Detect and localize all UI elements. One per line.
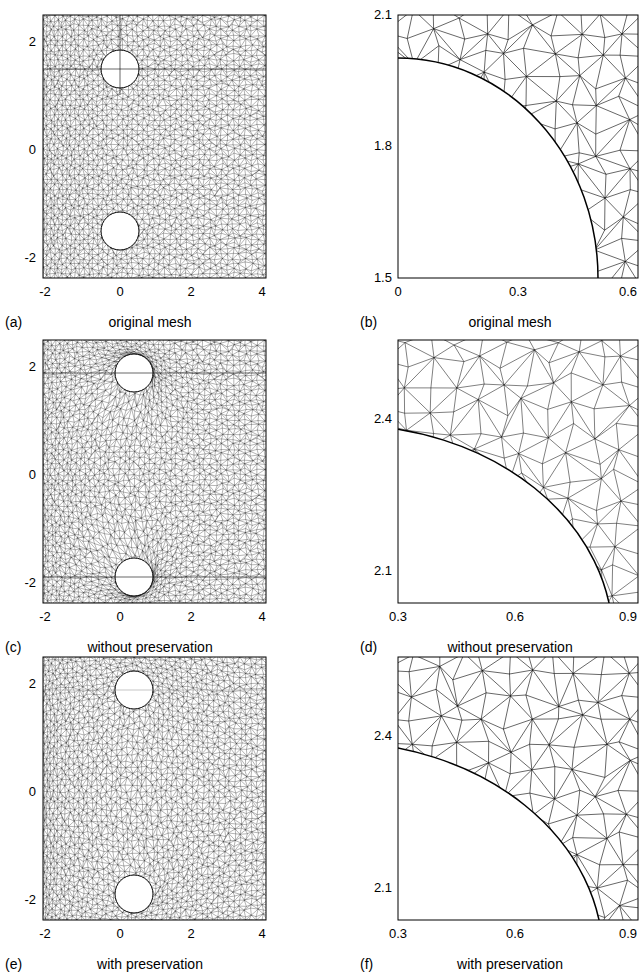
tick-label: 0 — [116, 610, 123, 625]
tick-label: 1.8 — [374, 139, 392, 154]
tick-label: 2 — [187, 610, 194, 625]
tick-label: 0.6 — [619, 285, 637, 300]
panel-letter: (b) — [360, 314, 377, 330]
tick-label: 0 — [29, 143, 36, 158]
cylinder — [115, 875, 153, 913]
mesh-panel — [398, 657, 638, 920]
tick-label: 2 — [187, 285, 194, 300]
tick-label: 2.4 — [374, 412, 392, 427]
mesh-panel — [43, 340, 266, 603]
plot-frame — [43, 657, 266, 920]
mesh-lines — [43, 657, 266, 920]
tick-label: -2 — [24, 251, 36, 266]
panel-caption: original mesh — [108, 314, 191, 330]
panel-letter: (e) — [5, 956, 22, 972]
tick-label: 0.6 — [506, 610, 524, 625]
tick-label: 0.3 — [389, 610, 407, 625]
tick-label: 0 — [29, 785, 36, 800]
panel-letter: (f) — [360, 956, 373, 972]
plot-frame — [398, 657, 638, 920]
tick-label: 0 — [394, 285, 401, 300]
cylinder-arc — [398, 425, 613, 603]
tick-label: 0 — [116, 927, 123, 942]
tick-label: 0.3 — [509, 285, 527, 300]
tick-label: 2.1 — [374, 564, 392, 579]
reference-line — [43, 69, 266, 70]
tick-label: 0.3 — [389, 927, 407, 942]
tick-label: -2 — [39, 927, 51, 942]
cylinder-arc — [398, 58, 598, 278]
tick-label: 0 — [29, 468, 36, 483]
panel-caption: original mesh — [468, 314, 551, 330]
tick-label: 2 — [29, 360, 36, 375]
tick-label: 4 — [258, 285, 265, 300]
panel-letter: (d) — [360, 639, 377, 655]
tick-label: -2 — [24, 576, 36, 591]
mesh-panel — [398, 340, 638, 603]
mesh-lines — [43, 15, 266, 278]
panel-caption: without preservation — [447, 639, 572, 655]
plot-frame — [398, 15, 638, 278]
tick-label: 4 — [258, 927, 265, 942]
tick-label: 2.1 — [374, 881, 392, 896]
panel-letter: (a) — [5, 314, 22, 330]
plot-frame — [43, 15, 266, 278]
plot-frame — [398, 340, 638, 603]
cylinder-arc — [398, 742, 603, 920]
tick-label: 0.6 — [506, 927, 524, 942]
tick-label: 2.1 — [374, 8, 392, 23]
panel-caption: without preservation — [87, 639, 212, 655]
mesh-panel — [43, 15, 266, 278]
cylinder — [101, 212, 139, 250]
reference-line — [43, 373, 266, 374]
tick-label: 4 — [258, 610, 265, 625]
tick-label: 2 — [29, 35, 36, 50]
panel-caption: with preservation — [457, 956, 563, 972]
tick-label: 2 — [187, 927, 194, 942]
tick-label: -2 — [24, 893, 36, 908]
tick-label: 1.5 — [374, 271, 392, 286]
mesh-panel — [43, 657, 266, 920]
mesh-panel — [398, 15, 638, 278]
panel-letter: (c) — [5, 639, 21, 655]
plot-frame — [43, 340, 266, 603]
panel-caption: with preservation — [97, 956, 203, 972]
tick-label: 0 — [116, 285, 123, 300]
mesh-lines — [43, 340, 266, 603]
tick-label: -2 — [39, 285, 51, 300]
reference-line — [120, 15, 121, 95]
reference-line — [43, 690, 266, 691]
tick-label: -2 — [39, 610, 51, 625]
tick-label: 0.9 — [619, 610, 637, 625]
tick-label: 0.9 — [619, 927, 637, 942]
reference-line — [43, 577, 266, 578]
tick-label: 2.4 — [374, 729, 392, 744]
tick-label: 2 — [29, 677, 36, 692]
